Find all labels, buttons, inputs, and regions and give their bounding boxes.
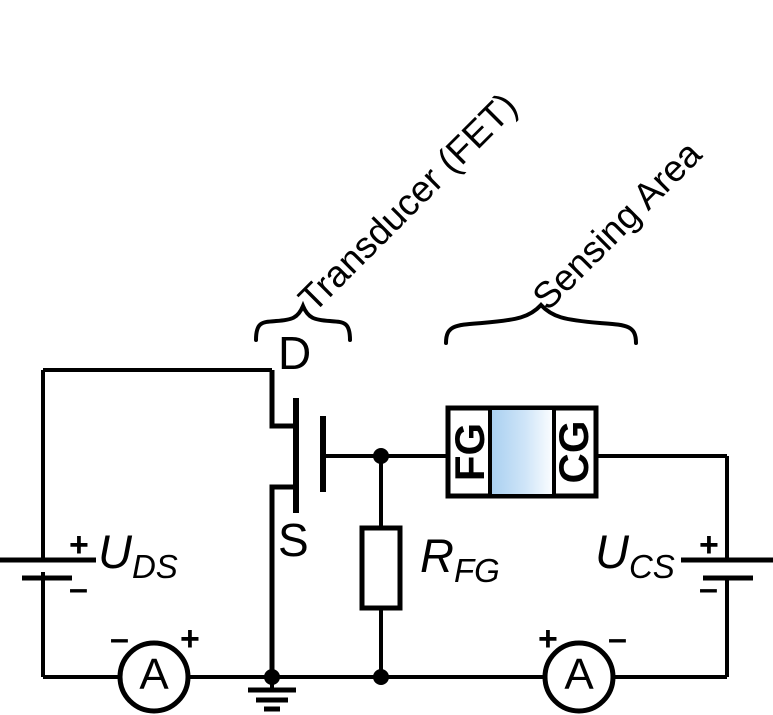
fet-source-lead (269, 484, 296, 677)
ammeter-right-circle (542, 640, 616, 714)
ucs-minus-sign: – (699, 570, 718, 608)
brace-sensing-area (444, 302, 638, 345)
brace-transducer (254, 300, 352, 342)
junction-dot-source (264, 669, 280, 685)
resistor-label-main: R (420, 529, 454, 582)
sensing-cell-dielectric (488, 406, 556, 498)
sensing-cell-fg-label: FG (446, 422, 493, 482)
ammeter-left-circle (117, 640, 191, 714)
ucs-label-main: U (595, 525, 629, 578)
fet-drain-label: D (278, 327, 312, 379)
ammeter-left-plus-sign: + (180, 620, 200, 658)
uds-minus-sign: – (69, 570, 88, 608)
junction-dot-resistor (373, 669, 389, 685)
resistor-rfg-label: RFG (420, 529, 500, 587)
ammeter-left-letter: A (139, 650, 169, 699)
resistor-label-sub: FG (453, 552, 500, 589)
uds-plus-sign: + (69, 526, 89, 564)
ammeter-left-minus-sign: – (110, 620, 129, 658)
resistor-rfg-body (359, 525, 403, 611)
junction-dot-gate (373, 448, 389, 464)
ammeter-right-letter: A (564, 650, 594, 699)
uds-label: UDS (98, 525, 178, 583)
uds-label-main: U (98, 525, 132, 578)
ammeter-right-minus-sign: – (608, 620, 627, 658)
ucs-label-sub: CS (628, 548, 675, 585)
fet-drain-lead (269, 370, 296, 429)
fet-source-label: S (278, 514, 309, 566)
ucs-label: UCS (595, 525, 675, 583)
ammeter-right-plus-sign: + (538, 620, 558, 658)
sensing-cell-cg-label: CG (550, 420, 597, 484)
ucs-plus-sign: + (699, 526, 719, 564)
uds-label-sub: DS (131, 548, 178, 585)
sensing-cell-group (445, 405, 599, 499)
